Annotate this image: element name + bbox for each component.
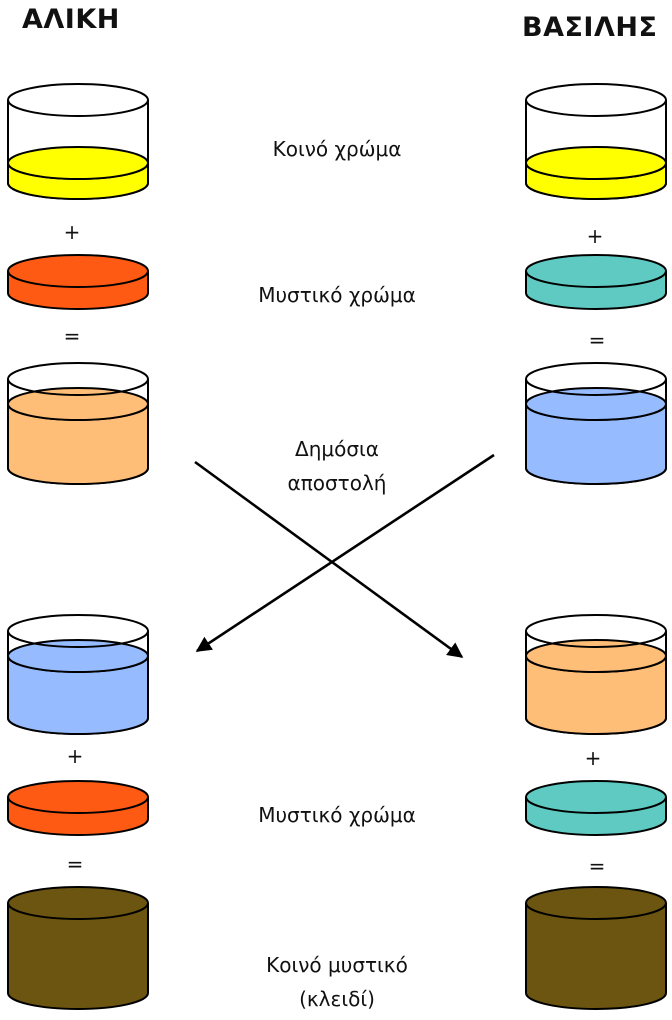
bob-mixed-color-beaker: [525, 362, 667, 485]
alice-received-color-beaker: [7, 614, 149, 735]
bob-shared-key-cylinder: [525, 886, 667, 1010]
alice-name: ΑΛΙΚΗ: [22, 4, 120, 35]
bob-common-color-beaker: [525, 83, 667, 200]
public-send-line-1: Δημόσια: [295, 437, 379, 461]
alice-equals-1: =: [63, 324, 81, 348]
alice-mixed-color-beaker: [7, 362, 149, 485]
arrow-alice-to-bob: [194, 460, 464, 659]
shared-secret-line-1: Κοινό μυστικό: [266, 953, 408, 977]
bob-equals-1: =: [588, 328, 606, 352]
arrow-bob-to-alice: [195, 453, 495, 653]
bob-equals-2: =: [588, 854, 606, 878]
alice-equals-2: =: [66, 852, 84, 876]
secret-color-label: Μυστικό χρώμα: [258, 283, 416, 307]
shared-secret-line-2: (κλειδί): [299, 987, 375, 1011]
bob-name: ΒΑΣΙΛΗΣ: [522, 12, 658, 43]
alice-secret-color-disc: [7, 254, 149, 310]
alice-plus-2: +: [66, 744, 84, 768]
alice-secret-color-disc-2: [7, 780, 149, 836]
secret-color-label-2: Μυστικό χρώμα: [258, 803, 416, 827]
common-color-label: Κοινό χρώμα: [272, 137, 402, 161]
bob-received-color-beaker: [525, 614, 667, 735]
bob-plus-2: +: [584, 746, 602, 770]
alice-shared-key-cylinder: [7, 886, 149, 1010]
bob-secret-color-disc-2: [525, 780, 667, 836]
alice-common-color-beaker: [7, 83, 149, 200]
shared-secret-label: Κοινό μυστικό (κλειδί): [232, 948, 442, 1016]
bob-plus-1: +: [586, 224, 604, 248]
public-send-line-2: αποστολή: [287, 471, 387, 495]
public-send-label: Δημόσια αποστολή: [262, 432, 412, 500]
alice-plus-1: +: [63, 220, 81, 244]
bob-secret-color-disc: [525, 254, 667, 310]
